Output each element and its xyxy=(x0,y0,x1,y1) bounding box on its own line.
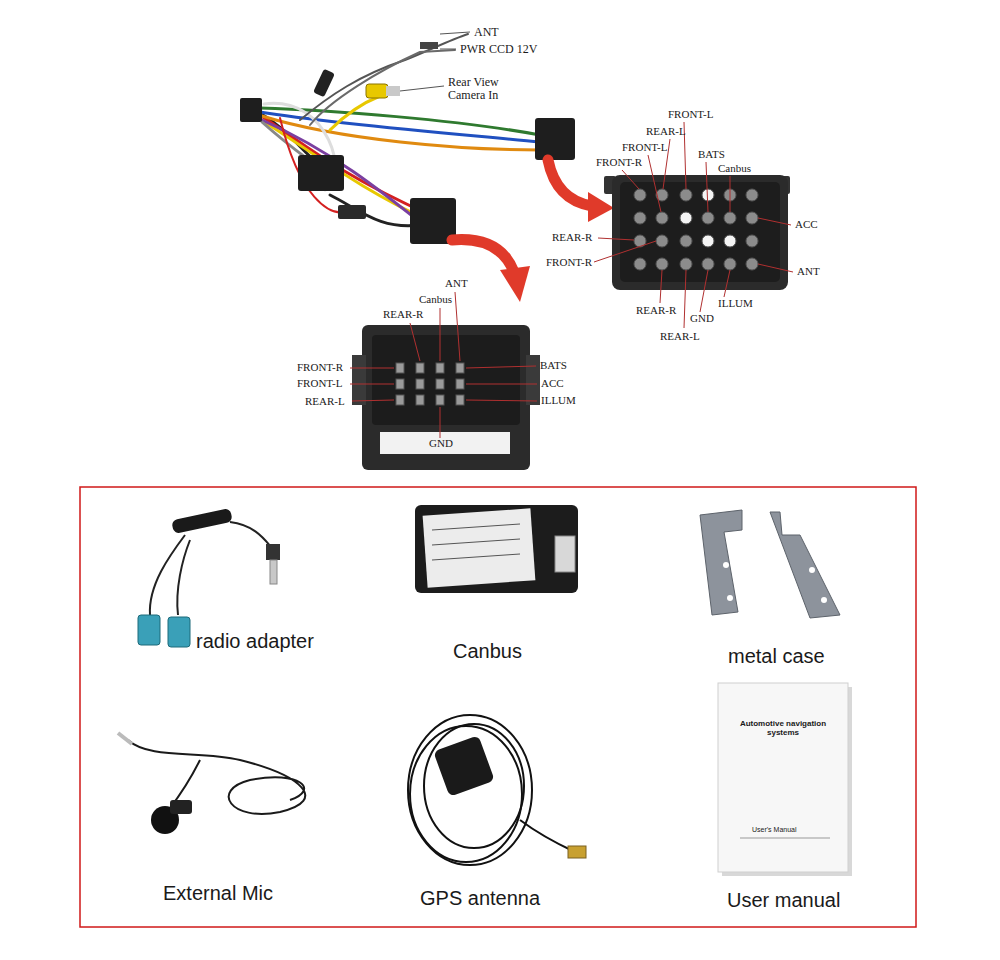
pin-label: Canbus xyxy=(419,293,452,305)
pin-label: BATS xyxy=(698,148,725,160)
pin-label: ILLUM xyxy=(541,394,576,406)
item-caption: GPS antenna xyxy=(420,887,540,909)
item-caption: Canbus xyxy=(453,640,522,662)
pin-label: REAR-R xyxy=(552,231,592,243)
pin-label: FRONT-L xyxy=(622,141,667,153)
pin-label: FRONT-R xyxy=(546,256,592,268)
pin-label: REAR-L xyxy=(305,395,345,407)
wire-label: PWR CCD 12V xyxy=(460,43,537,56)
pin-label: ANT xyxy=(797,265,820,277)
pin-label: Canbus xyxy=(718,162,751,174)
pin-label: BATS xyxy=(540,359,567,371)
pin-label: ANT xyxy=(445,277,468,289)
item-caption: radio adapter xyxy=(196,630,314,652)
wire-label: Rear View Camera In xyxy=(448,76,518,102)
pin-label: ILLUM xyxy=(718,297,753,309)
item-caption: User manual xyxy=(727,889,840,911)
pin-label: GND xyxy=(690,312,714,324)
item-caption: metal case xyxy=(728,645,825,667)
pin-label: FRONT-R xyxy=(596,156,642,168)
pin-label: ACC xyxy=(795,218,818,230)
item-caption: External Mic xyxy=(163,882,273,904)
pin-label: FRONT-R xyxy=(297,361,343,373)
manual-cover-text: Automotive navigation systems xyxy=(733,720,833,738)
pin-label: GND xyxy=(429,437,453,449)
pin-label: REAR-R xyxy=(636,304,676,316)
pin-label: REAR-R xyxy=(383,308,423,320)
pin-label: REAR-L xyxy=(660,330,700,342)
manual-cover-text: User's Manual xyxy=(752,826,797,834)
pin-label: ACC xyxy=(541,377,564,389)
pin-label: FRONT-L xyxy=(668,108,713,120)
pin-label: REAR-L xyxy=(646,125,686,137)
pin-label: FRONT-L xyxy=(297,377,342,389)
wire-label: ANT xyxy=(474,26,499,39)
